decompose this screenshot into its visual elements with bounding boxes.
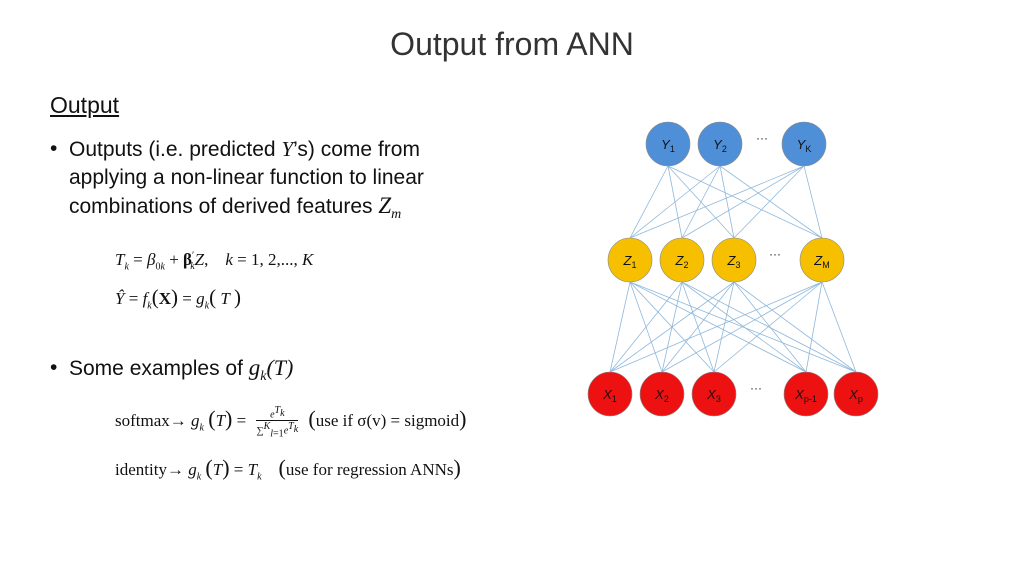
output-node-y1-circle <box>645 121 691 167</box>
hidden-node-z3-circle <box>711 237 757 283</box>
input-node-xp-label: Xp <box>848 387 863 404</box>
bullet-outputs-line2: applying a non-linear function to linear <box>69 166 424 189</box>
output-node-yk-circle <box>781 121 827 167</box>
input-node-x2-circle <box>639 371 685 417</box>
network-edge <box>629 281 807 373</box>
input-node-x1-label: X1 <box>602 387 617 404</box>
input-node-x2: X2 <box>639 371 685 417</box>
bullet-outputs-text: Outputs (i.e. predicted Y’s) come from a… <box>69 135 424 229</box>
network-edge <box>629 281 857 373</box>
input-node-x3-label: X3 <box>706 387 721 404</box>
slide-title: Output from ANN <box>390 26 634 62</box>
hidden-node-z3: Z3 <box>711 237 757 283</box>
softmax-fraction: eTk ∑Kl=1eTk <box>256 405 299 440</box>
network-edge <box>629 165 805 239</box>
bullet-dot: • <box>50 137 58 160</box>
input-node-xp-circle <box>833 371 879 417</box>
equation-yhat: Ŷ = fk(X) = gk( T ) <box>115 285 242 312</box>
hidden-node-z2: Z2 <box>659 237 705 283</box>
output-node-y2: Y2 <box>697 121 743 167</box>
hidden-node-zm: ZM <box>799 237 845 283</box>
input-node-x1: X1 <box>587 371 633 417</box>
network-edge <box>733 281 857 373</box>
input-node-xp-1-circle <box>783 371 829 417</box>
equation-softmax: softmax→ gk (T) = eTk ∑Kl=1eTk (use if σ… <box>115 405 467 440</box>
output-node-yk: YK <box>781 121 827 167</box>
input-node-x3-circle <box>691 371 737 417</box>
ellipsis: ··· <box>750 381 762 395</box>
network-edge <box>713 281 823 373</box>
output-node-y1: Y1 <box>645 121 691 167</box>
network-edge <box>609 281 735 373</box>
equation-tk: Tk = β0k + β′kZ, k = 1, 2,..., K <box>115 250 314 273</box>
network-edge <box>629 165 669 239</box>
network-edge <box>733 281 807 373</box>
hidden-node-z2-circle <box>659 237 705 283</box>
network-edge <box>803 165 823 239</box>
hidden-node-zm-label: ZM <box>813 253 829 270</box>
network-edge <box>609 281 823 373</box>
ellipsis: ··· <box>769 247 781 261</box>
hidden-node-z1-label: Z1 <box>623 253 637 270</box>
hidden-node-z2-label: Z2 <box>675 253 689 270</box>
output-node-y2-label: Y2 <box>713 137 727 154</box>
bullet-dot: • <box>50 356 58 379</box>
network-edge <box>661 281 823 373</box>
output-node-y2-circle <box>697 121 743 167</box>
network-edge <box>681 165 805 239</box>
hidden-node-z3-label: Z3 <box>727 253 741 270</box>
network-edge <box>667 165 823 239</box>
network-edge <box>629 165 721 239</box>
network-edge <box>681 281 807 373</box>
output-node-yk-label: YK <box>797 137 812 154</box>
equation-identity: identity→ gk (T) = Tk (use for regressio… <box>115 455 461 483</box>
network-edge <box>821 281 857 373</box>
ellipsis: ··· <box>756 131 768 145</box>
section-heading: Output <box>50 92 120 118</box>
network-edge <box>661 281 735 373</box>
network-edges <box>609 165 857 373</box>
bullet-outputs-line1: Outputs (i.e. predicted Y’s) come from <box>69 137 420 161</box>
output-node-y1-label: Y1 <box>661 137 675 154</box>
network-nodes: Y1 Y2 YK Z1 Z2 Z3 ZM X1 X2 X3 Xp-1 Xp ··· ··· ··· <box>587 121 879 417</box>
network-edge <box>719 165 735 239</box>
input-node-x1-circle <box>587 371 633 417</box>
network-edge <box>681 281 857 373</box>
input-node-xp: Xp <box>833 371 879 417</box>
network-edge <box>805 281 823 373</box>
network-edge <box>609 281 683 373</box>
input-node-xp-1-label: Xp-1 <box>794 387 817 404</box>
bullet-outputs-line3: combinations of derived features Zm <box>69 193 402 223</box>
network-edge <box>713 281 735 373</box>
hidden-node-z1-circle <box>607 237 653 283</box>
input-node-x3: X3 <box>691 371 737 417</box>
network-edge <box>609 281 631 373</box>
network-edge <box>733 165 805 239</box>
input-node-x2-label: X2 <box>654 387 669 404</box>
network-edge <box>681 165 721 239</box>
input-node-xp-1: Xp-1 <box>783 371 829 417</box>
hidden-node-zm-circle <box>799 237 845 283</box>
hidden-node-z1: Z1 <box>607 237 653 283</box>
network-edge <box>719 165 823 239</box>
